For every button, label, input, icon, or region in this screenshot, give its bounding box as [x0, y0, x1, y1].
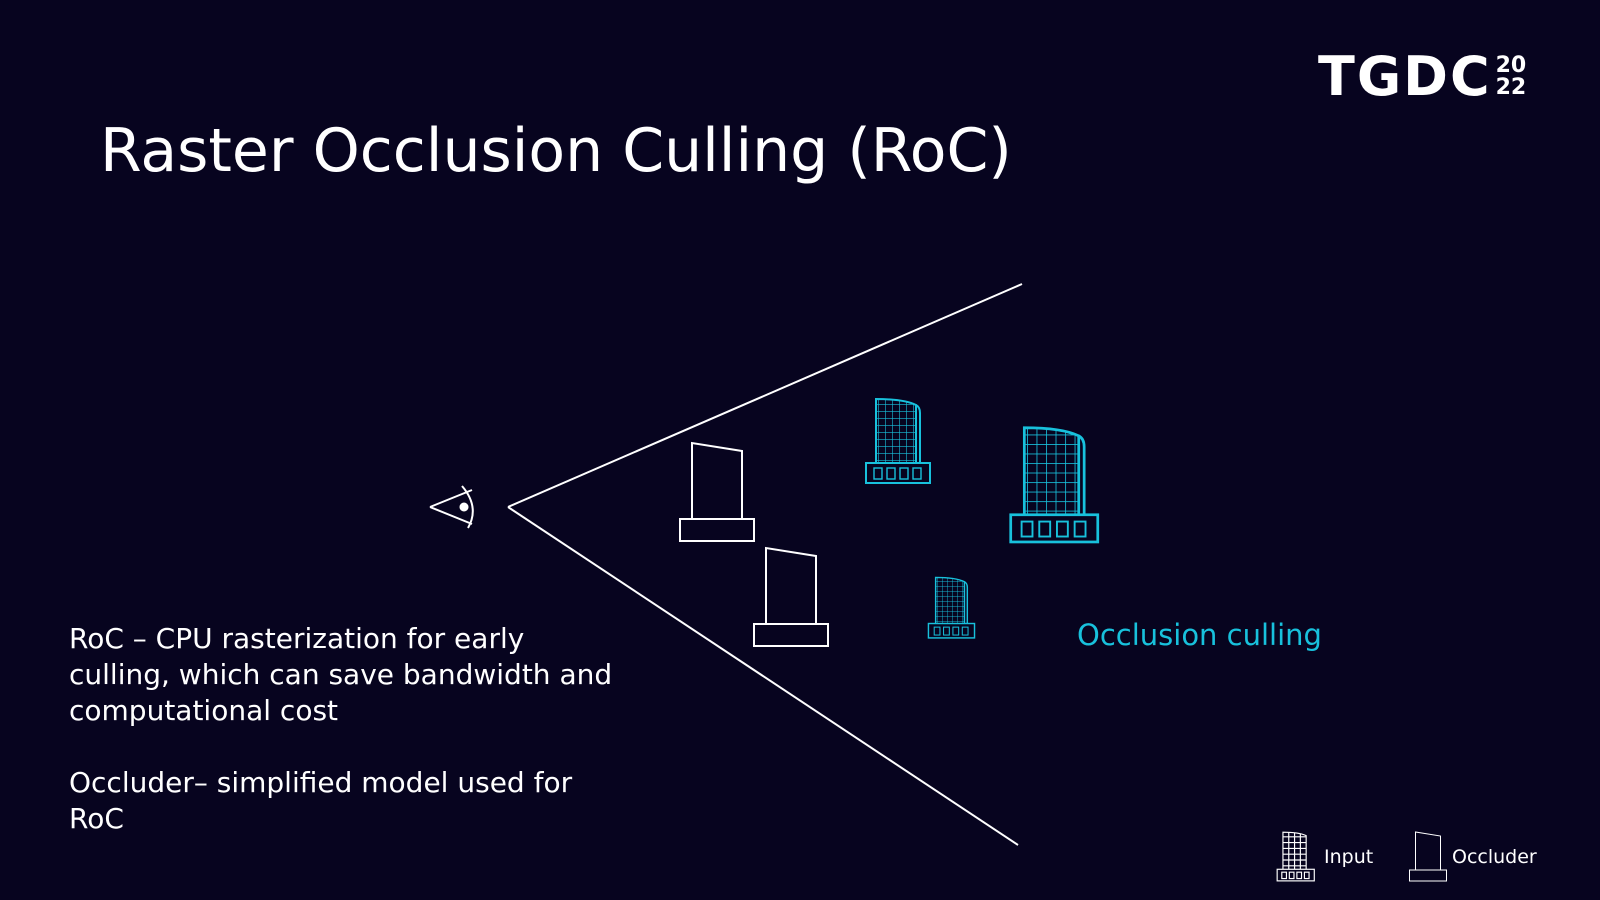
logo-year-bottom: 22 — [1495, 75, 1527, 100]
occlusion-culling-label: Occlusion culling — [1077, 618, 1322, 652]
legend-building-icon — [1276, 831, 1315, 882]
eye-icon — [429, 485, 474, 529]
legend-input-label: Input — [1324, 846, 1374, 868]
legend-occluder-label: Occluder — [1452, 846, 1537, 868]
occluder-description: Occluder– simplified model used for RoC — [69, 766, 573, 835]
occluder-icon — [679, 442, 755, 542]
building-icon — [865, 398, 931, 484]
occluder-icon — [753, 547, 829, 647]
logo-year-top: 20 — [1495, 53, 1527, 78]
view-frustum — [507, 283, 1023, 846]
logo-text: TGDC — [1318, 45, 1492, 108]
building-icon — [927, 576, 976, 639]
roc-description: RoC – CPU rasterization for early cullin… — [69, 622, 613, 727]
slide-title: Raster Occlusion Culling (RoC) — [100, 116, 1012, 186]
building-icon — [1009, 426, 1100, 544]
legend-occluder-icon — [1409, 831, 1447, 882]
logo-year: 20 22 — [1496, 55, 1527, 99]
tgdc-logo: TGDC 20 22 — [1318, 50, 1526, 104]
